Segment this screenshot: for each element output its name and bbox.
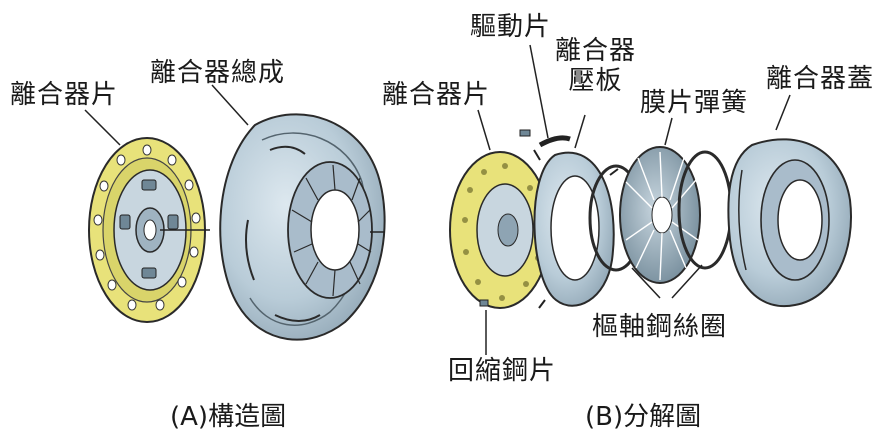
- label-a-clutch-assembly: 離合器總成: [150, 58, 286, 88]
- b-clutch-cover: [727, 138, 852, 308]
- caption-a: (A)構造圖: [170, 402, 287, 432]
- label-b-pivot-ring: 樞軸鋼絲圈: [592, 312, 728, 342]
- b-pressure-plate: [533, 149, 619, 309]
- a-clutch-assembly: [219, 113, 386, 341]
- label-b-drive-strap: 驅動片: [470, 12, 552, 42]
- label-a-clutch-disc: 離合器片: [10, 80, 119, 110]
- caption-b: (B)分解圖: [585, 402, 702, 432]
- label-b-diaphragm-spring: 膜片彈簧: [640, 88, 749, 118]
- b-clutch-disc: [449, 151, 551, 309]
- label-b-clutch-cover: 離合器蓋: [766, 64, 875, 94]
- a-clutch-disc: [88, 137, 210, 323]
- label-b-retract-spring: 回縮鋼片: [448, 356, 557, 386]
- label-b-clutch-disc: 離合器片: [382, 80, 491, 110]
- label-b-pressure-plate: 離合器 壓板: [555, 36, 637, 96]
- b-drive-strap: [479, 129, 571, 307]
- b-diaphragm-spring: [619, 146, 701, 284]
